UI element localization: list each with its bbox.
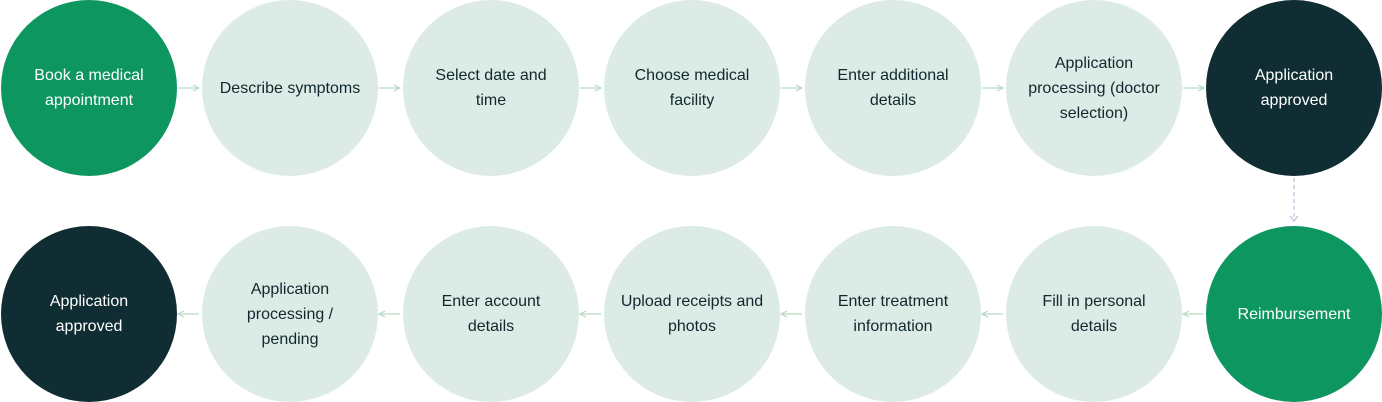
- node-label: Application processing / pending: [246, 280, 334, 348]
- node-book-appointment: Book a medical appointment: [1, 0, 177, 176]
- node-describe-symptoms: Describe symptoms: [202, 0, 378, 176]
- node-approved-1: Application approved: [1206, 0, 1382, 176]
- node-additional-details: Enter additional details: [805, 0, 981, 176]
- node-label: Application approved: [1254, 67, 1334, 109]
- node-treatment-info: Enter treatment information: [805, 226, 981, 402]
- node-select-date-time: Select date and time: [403, 0, 579, 176]
- node-label: Upload receipts and photos: [620, 293, 764, 335]
- node-label: Book a medical appointment: [34, 67, 144, 109]
- node-label: Enter additional details: [837, 67, 949, 109]
- node-choose-facility: Choose medical facility: [604, 0, 780, 176]
- node-label: Describe symptoms: [219, 79, 361, 97]
- node-label: Enter treatment information: [837, 293, 949, 335]
- node-processing-doctor: Application processing (doctor selection…: [1006, 0, 1182, 176]
- node-account-details: Enter account details: [403, 226, 579, 402]
- node-reimbursement: Reimbursement: [1206, 226, 1382, 402]
- node-label: Enter account details: [441, 293, 541, 335]
- node-label: Fill in personal details: [1042, 293, 1146, 335]
- node-upload-receipts: Upload receipts and photos: [604, 226, 780, 402]
- node-label: Choose medical facility: [634, 67, 750, 109]
- node-label: Select date and time: [435, 67, 547, 109]
- node-personal-details: Fill in personal details: [1006, 226, 1182, 402]
- node-approved-2: Application approved: [1, 226, 177, 402]
- node-label: Application approved: [49, 293, 129, 335]
- node-label: Reimbursement: [1237, 305, 1351, 323]
- node-processing-pending: Application processing / pending: [202, 226, 378, 402]
- node-label: Application processing (doctor selection…: [1028, 54, 1160, 122]
